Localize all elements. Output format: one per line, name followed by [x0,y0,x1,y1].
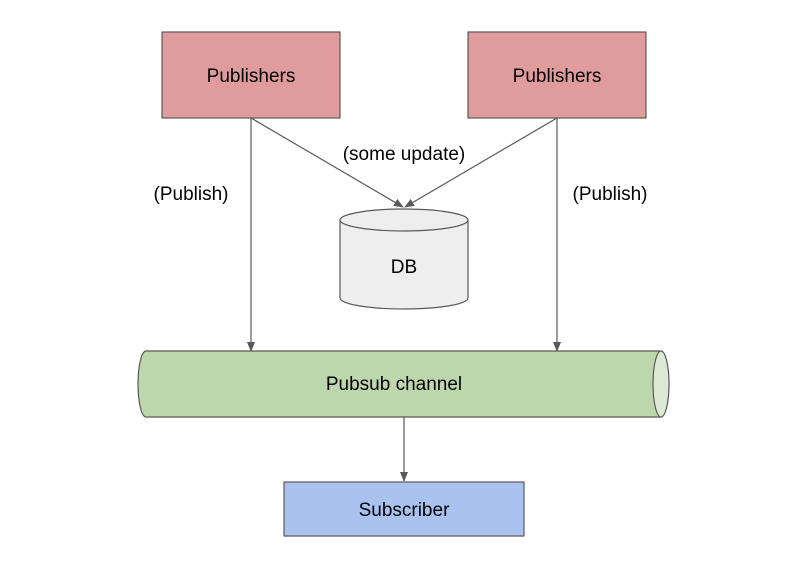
publisher-right-box [467,31,647,119]
edge-update-right [404,117,558,208]
subscriber-label: Subscriber [359,500,450,521]
db-label: DB [391,257,417,278]
edge-label-publish-right: (Publish) [573,184,648,205]
subscriber-box [283,481,525,537]
publisher-left-label: Publishers [207,66,296,87]
edge-label-update: (some update) [343,144,466,165]
db-cylinder [339,208,469,310]
pubsub-channel-label: Pubsub channel [326,374,462,395]
publisher-left-box [161,31,341,119]
edge-update-left [250,117,404,208]
publisher-right-label: Publishers [513,66,602,87]
edge-label-publish-left: (Publish) [154,184,229,205]
pubsub-channel [137,350,670,418]
